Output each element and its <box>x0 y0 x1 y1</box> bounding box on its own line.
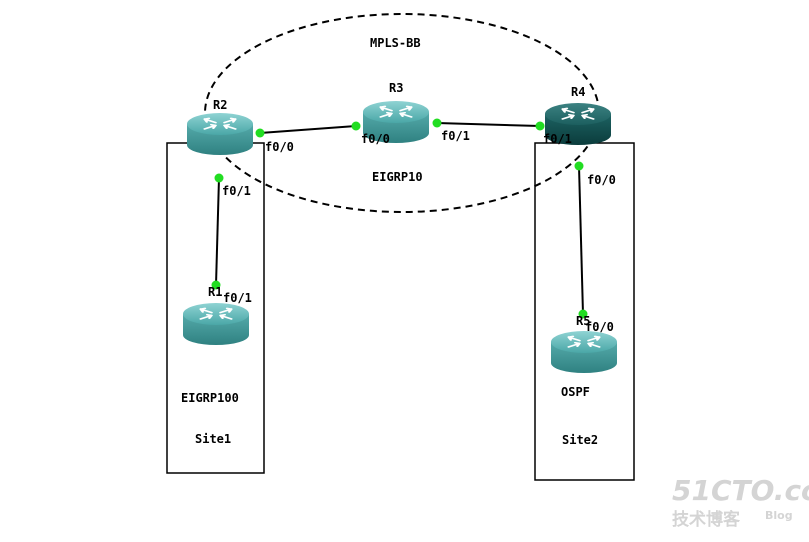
router-r5[interactable] <box>551 331 617 373</box>
r3-port-left-label: f0/0 <box>361 132 390 146</box>
router-r4[interactable] <box>545 103 611 145</box>
router-icon <box>183 303 249 345</box>
port-dot-r2-f0-1 <box>214 173 224 183</box>
port-dot-r3-f0-1 <box>432 118 442 128</box>
router-r1-label: R1 <box>208 285 222 299</box>
router-r2-label: R2 <box>213 98 227 112</box>
port-dot-r2-f0-0 <box>255 128 265 138</box>
port-dot-r3-f0-0 <box>351 121 361 131</box>
watermark: 51CTO.com 技术博客 Blog <box>672 474 809 530</box>
port-dot-r5-f0-0 <box>578 309 588 319</box>
r3-port-right-label: f0/1 <box>441 129 470 143</box>
port-dot-r4-f0-1 <box>535 121 545 131</box>
port-dot-r4-f0-0 <box>574 161 584 171</box>
r2-port-core-label: f0/0 <box>265 140 294 154</box>
router-r1[interactable] <box>183 303 249 345</box>
r4-port-site-label: f0/0 <box>587 173 616 187</box>
router-r3-label: R3 <box>389 81 403 95</box>
site1-protocol-label: EIGRP100 <box>181 391 239 405</box>
watermark-line3: Blog <box>765 509 793 522</box>
site2-protocol-label: OSPF <box>561 385 590 399</box>
router-r2[interactable] <box>187 113 253 155</box>
r4-port-core-label: f0/1 <box>543 132 572 146</box>
router-icon <box>187 113 253 155</box>
site2-name-label: Site2 <box>562 433 598 447</box>
link-r2-r3[interactable] <box>259 125 357 134</box>
router-icon <box>363 101 429 143</box>
router-r4-label: R4 <box>571 85 585 99</box>
port-dot-r1-f0-1 <box>211 280 221 290</box>
link-r2-r1[interactable] <box>215 177 220 286</box>
router-icon <box>551 331 617 373</box>
core-protocol-label: EIGRP10 <box>372 170 423 184</box>
r2-port-site-label: f0/1 <box>222 184 251 198</box>
backbone-title: MPLS-BB <box>370 36 421 50</box>
watermark-line1: 51CTO.com <box>672 474 809 507</box>
link-r3-r4[interactable] <box>436 122 541 127</box>
router-icon <box>545 103 611 145</box>
link-r4-r5[interactable] <box>578 165 584 315</box>
watermark-line2: 技术博客 <box>672 509 741 530</box>
router-r5-label: R5 <box>576 314 590 328</box>
site1-name-label: Site1 <box>195 432 231 446</box>
router-r3[interactable] <box>363 101 429 143</box>
r1-port-label: f0/1 <box>223 291 252 305</box>
r5-port-label: f0/0 <box>585 320 614 334</box>
